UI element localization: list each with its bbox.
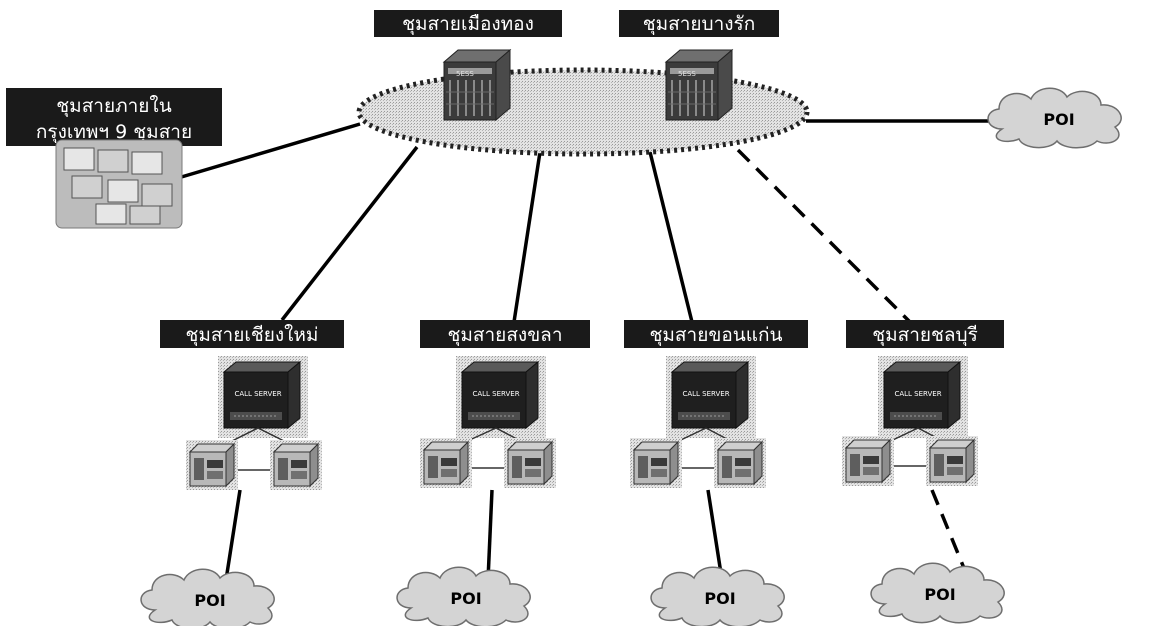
svg-text:5ESS: 5ESS <box>456 70 474 78</box>
label-box-chiang-mai <box>160 320 344 348</box>
call-server-chonburi: CALL SERVER <box>877 355 969 439</box>
label-mueang-thong: ชุมสายเมืองทอง <box>402 13 534 36</box>
core-switch-mueang-thong: 5ESS <box>443 49 511 121</box>
call-server-text: CALL SERVER <box>894 390 941 398</box>
label-box-mueang-thong <box>374 10 562 37</box>
label-box-bang-rak <box>619 10 779 37</box>
poi-label-chonburi: POI <box>924 585 955 604</box>
poi-label-khon-kaen: POI <box>704 589 735 608</box>
label-box-khon-kaen <box>624 320 808 348</box>
call-server-khon-kaen: CALL SERVER <box>665 355 757 439</box>
call-server-songkhla: CALL SERVER <box>455 355 547 439</box>
poi-label-songkhla: POI <box>450 589 481 608</box>
label-khon-kaen: ชุมสายขอนแก่น <box>650 324 783 347</box>
label-box-bangkok <box>6 88 222 146</box>
label-chonburi: ชุมสายชลบุรี <box>872 324 978 347</box>
switch-khon-kaen-right <box>713 437 767 489</box>
call-server-text: CALL SERVER <box>682 390 729 398</box>
bangkok-switch-cluster <box>55 139 183 229</box>
link-songkhla-poi <box>486 489 494 581</box>
label-bang-rak: ชุมสายบางรัก <box>643 13 756 36</box>
label-bangkok-line1: ชุมสายภายใน <box>56 95 171 118</box>
label-box-chonburi <box>846 320 1004 348</box>
link-bangkok <box>177 122 361 180</box>
link-chonburi-dashed <box>736 148 912 324</box>
link-chiang-mai-poi <box>224 489 242 581</box>
call-server-text: CALL SERVER <box>472 390 519 398</box>
switch-songkhla-right <box>503 437 557 489</box>
call-server-chiang-mai: CALL SERVER <box>217 355 309 439</box>
link-khon-kaen-poi <box>706 489 724 581</box>
label-songkhla: ชุมสายสงขลา <box>448 324 563 347</box>
label-bangkok-line2: กรุงเทพฯ 9 ชุมสาย <box>36 121 192 144</box>
poi-cloud-chiang-mai: POI <box>140 568 275 626</box>
poi-cloud-khon-kaen: POI <box>650 566 785 626</box>
core-ring <box>356 67 810 157</box>
label-chiang-mai: ชุมสายเชียงใหม่ <box>186 324 319 347</box>
switch-chonburi-left <box>841 435 895 487</box>
poi-label-east: POI <box>1043 110 1074 129</box>
switch-songkhla-left <box>419 437 473 489</box>
call-server-text: CALL SERVER <box>234 390 281 398</box>
switch-chonburi-right <box>925 435 979 487</box>
link-chiang-mai <box>280 145 419 322</box>
link-khon-kaen <box>648 151 694 323</box>
poi-label-chiang-mai: POI <box>194 591 225 610</box>
switch-khon-kaen-left <box>629 437 683 489</box>
switch-chiang-mai-left <box>185 439 239 491</box>
label-box-songkhla <box>420 320 590 348</box>
svg-text:5ESS: 5ESS <box>678 70 696 78</box>
poi-cloud-east: POI <box>987 87 1122 149</box>
core-switch-bang-rak: 5ESS <box>665 49 733 121</box>
link-chonburi-poi-dashed <box>930 489 970 579</box>
poi-cloud-songkhla: POI <box>396 566 531 626</box>
switch-chiang-mai-right <box>269 439 323 491</box>
link-songkhla <box>512 151 542 323</box>
poi-cloud-chonburi: POI <box>870 562 1005 624</box>
